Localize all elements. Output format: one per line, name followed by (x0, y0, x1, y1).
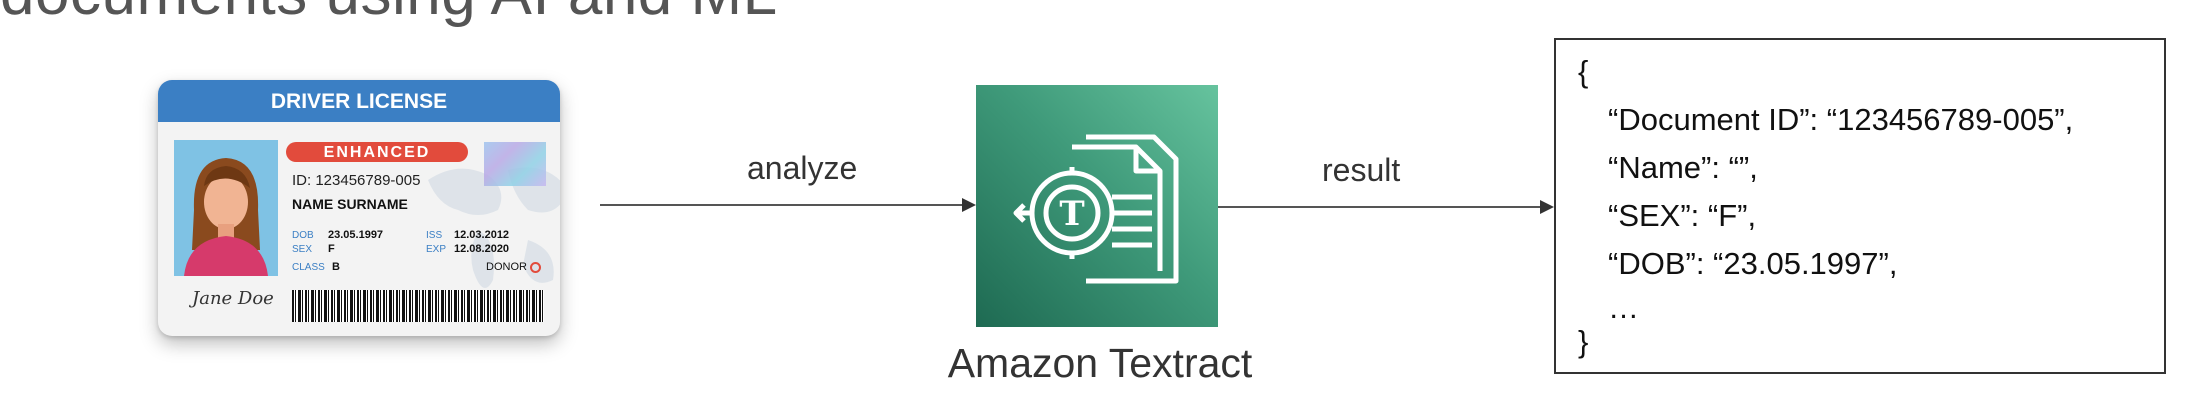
analyze-label: analyze (747, 150, 858, 186)
sex-value: F (328, 243, 335, 255)
hologram-icon (484, 142, 546, 186)
sex-label: SEX (292, 244, 313, 255)
slide-title: documents using AI and ML (0, 0, 778, 29)
json-close-brace: } (1578, 324, 1589, 359)
license-name: NAME SURNAME (292, 196, 408, 212)
json-sex: “SEX”: “F”, (1608, 198, 1757, 233)
svg-text:T: T (1059, 194, 1084, 234)
json-dob: “DOB”: “23.05.1997”, (1608, 246, 1898, 281)
enhanced-badge: ENHANCED (286, 142, 468, 162)
result-json-box: { “Document ID”: “123456789-005”, “Name”… (1554, 38, 2166, 374)
dob-label: DOB (292, 230, 314, 241)
textract-glyph-icon: T (1013, 134, 1179, 284)
json-document-id: “Document ID”: “123456789-005”, (1608, 102, 2074, 137)
json-ellipsis: … (1608, 290, 1639, 325)
result-arrow (1218, 200, 1554, 214)
exp-label: EXP (426, 244, 447, 255)
donor-label: DONOR (486, 261, 527, 273)
json-name: “Name”: “”, (1608, 150, 1758, 185)
donor-heart-icon (529, 261, 541, 273)
class-value: B (332, 261, 340, 273)
iss-value: 12.03.2012 (454, 229, 510, 241)
dob-value: 23.05.1997 (328, 229, 384, 241)
license-id: ID: 123456789-005 (292, 172, 421, 189)
driver-license-card: DRIVER LICENSE ENHANCED ID: 123456789-00… (158, 80, 560, 336)
signature: Jane Doe (192, 288, 274, 309)
iss-label: ISS (426, 230, 443, 241)
textract-icon: T (976, 85, 1218, 327)
result-label: result (1322, 152, 1401, 188)
json-open-brace: { (1578, 54, 1589, 89)
service-name: Amazon Textract (947, 340, 1253, 386)
license-header: DRIVER LICENSE (158, 80, 560, 122)
class-label: CLASS (292, 262, 325, 273)
barcode (292, 290, 544, 322)
exp-value: 12.08.2020 (454, 243, 510, 255)
donor-indicator: DONOR (486, 261, 541, 273)
avatar (174, 140, 278, 276)
analyze-arrow (600, 198, 976, 212)
